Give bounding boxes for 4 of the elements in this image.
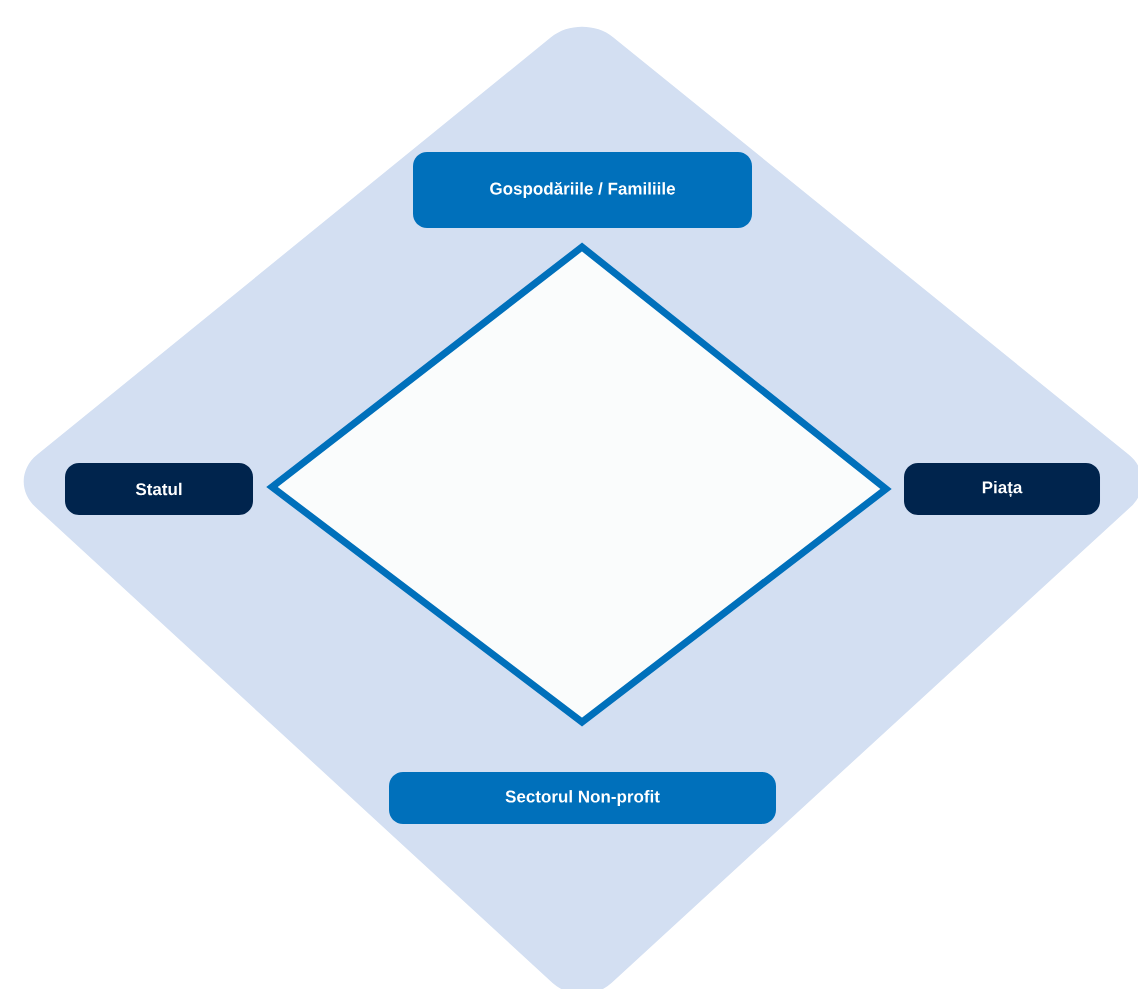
label-box: Statul: [65, 463, 253, 515]
label-box: Gospodăriile / Familiile: [413, 152, 752, 228]
label-box: Piața: [904, 463, 1100, 515]
label-box: Sectorul Non-profit: [389, 772, 776, 824]
